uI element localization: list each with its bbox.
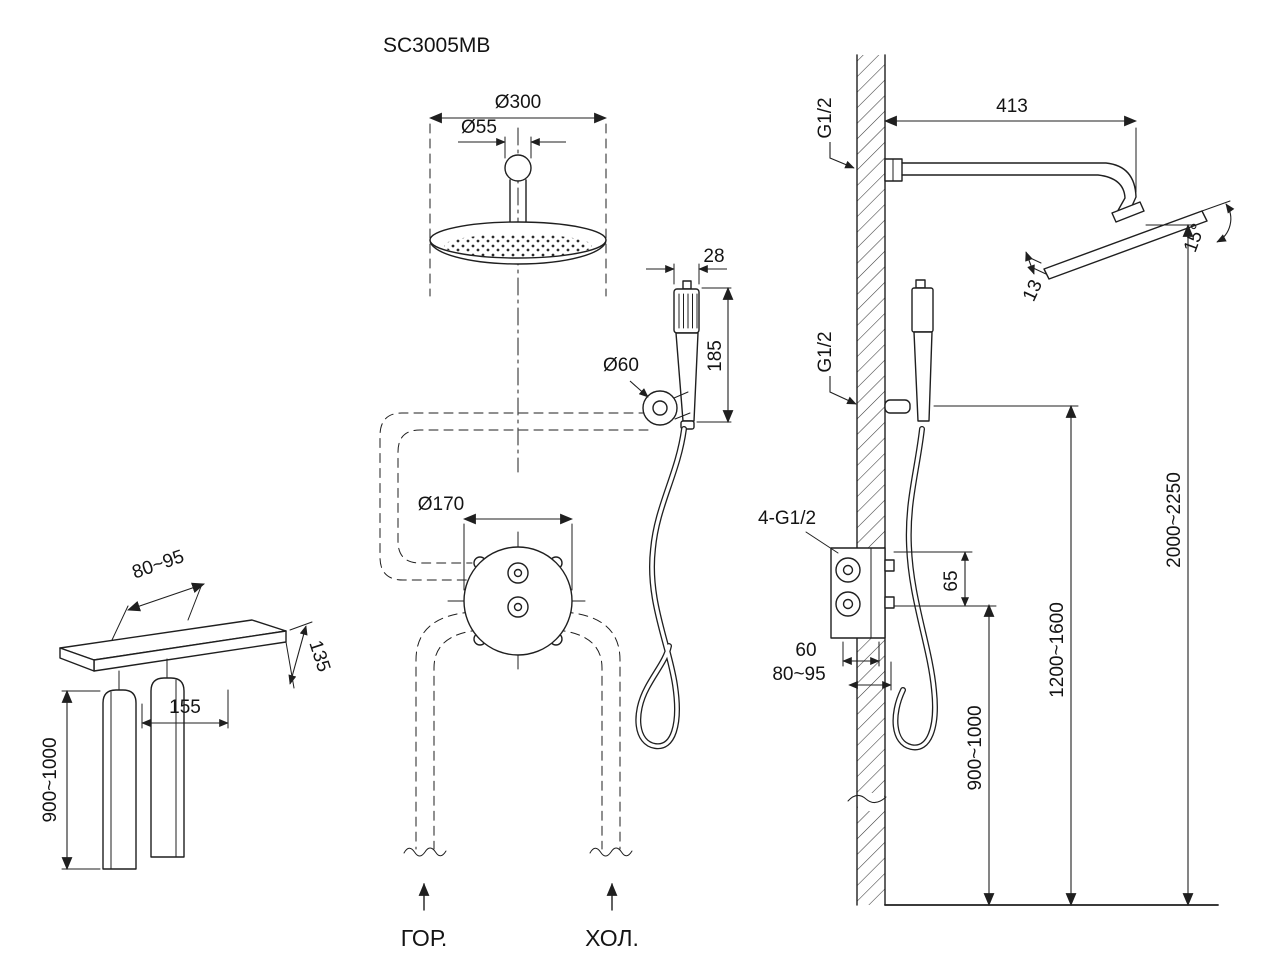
bracket-body bbox=[59, 619, 287, 870]
pipe-break-right bbox=[589, 847, 633, 857]
overhead-shower bbox=[429, 154, 607, 265]
mixer-knob-top-side bbox=[835, 557, 861, 583]
spray-nozzles bbox=[444, 234, 592, 258]
pipe-break-left bbox=[403, 847, 447, 857]
dim-handshower-length-label: 185 bbox=[705, 340, 726, 372]
model-title: SC3005MB bbox=[383, 34, 490, 57]
dim-handshower-width: 28 bbox=[646, 246, 727, 285]
dim-bracket-arm-depth: 135 bbox=[285, 621, 334, 689]
dim-connector-diameter-label: Ø55 bbox=[461, 117, 497, 138]
hand-shower-head bbox=[673, 288, 700, 334]
bracket-detail-view: 80~95 135 155 900~1000 bbox=[40, 546, 334, 871]
ceiling-connector bbox=[504, 154, 532, 182]
hand-shower-handle-side bbox=[913, 331, 933, 422]
dim-holder-diameter-label: Ø60 bbox=[603, 355, 639, 376]
hand-shower-side bbox=[884, 279, 934, 422]
inlet-hot: ГОР. bbox=[401, 882, 447, 951]
dim-mixer-height-label: 900~1000 bbox=[965, 705, 986, 790]
shower-hose bbox=[635, 426, 687, 750]
cold-label: ХОЛ. bbox=[585, 925, 639, 951]
dim-connector-diameter: Ø55 bbox=[458, 117, 566, 159]
bracket-leg-front bbox=[102, 689, 137, 870]
dim-wall-depth-label: 80~95 bbox=[772, 664, 825, 685]
dim-bracket-height: 900~1000 bbox=[40, 689, 101, 871]
dim-head-thickness: 13 bbox=[1019, 251, 1047, 305]
dim-mixer-width: 60 bbox=[795, 640, 880, 667]
shower-head-side bbox=[1043, 210, 1208, 280]
dim-head-height-label: 2000~2250 bbox=[1164, 472, 1185, 568]
dim-wall-depth: 80~95 bbox=[772, 661, 892, 691]
thread-mixer: 4-G1/2 bbox=[758, 508, 839, 554]
dim-handshower-length: 185 bbox=[696, 286, 734, 424]
dim-holder-diameter: Ø60 bbox=[603, 355, 649, 398]
dim-holder-height-label: 1200~1600 bbox=[1047, 602, 1068, 698]
inlet-cold: ХОЛ. bbox=[585, 882, 639, 951]
dim-mixer-height: 900~1000 bbox=[965, 603, 995, 907]
dim-bracket-arm-depth-label: 135 bbox=[304, 638, 334, 675]
dim-mixer-width-label: 60 bbox=[795, 640, 816, 661]
dim-head-height: 2000~2250 bbox=[1145, 223, 1195, 907]
holder-side bbox=[884, 399, 911, 414]
dim-holder-height: 1200~1600 bbox=[933, 404, 1079, 907]
hand-shower-handle bbox=[675, 332, 699, 422]
front-view: Ø300 Ø55 28 185 bbox=[379, 92, 734, 951]
thread-top-label: G1/2 bbox=[815, 97, 836, 138]
side-view: 413 G1/2 15° 13 G1/2 bbox=[758, 54, 1235, 907]
mixer-knob-bottom bbox=[507, 596, 529, 618]
dim-outlet-spacing: 65 bbox=[893, 551, 997, 607]
dim-head-diameter-label: Ø300 bbox=[495, 92, 541, 113]
dim-mixer-diameter-label: Ø170 bbox=[418, 494, 464, 515]
thread-top: G1/2 bbox=[815, 97, 855, 169]
supply-pipes bbox=[379, 412, 649, 857]
dim-bracket-leg-spacing: 155 bbox=[141, 689, 229, 729]
dim-bracket-leg-spacing-label: 155 bbox=[169, 697, 201, 718]
thread-mixer-label: 4-G1/2 bbox=[758, 508, 816, 529]
mixer-knob-top bbox=[507, 562, 529, 584]
mixer-front bbox=[463, 546, 573, 656]
dim-outlet-spacing-label: 65 bbox=[941, 570, 962, 591]
dim-arm-length: 413 bbox=[883, 96, 1138, 193]
mixer-knob-bottom-side bbox=[835, 591, 861, 617]
dim-handshower-width-label: 28 bbox=[703, 246, 724, 267]
shower-hose-side bbox=[892, 426, 938, 751]
thread-mid-label: G1/2 bbox=[815, 331, 836, 372]
wall-section bbox=[847, 54, 1219, 906]
dim-bracket-wall-distance: 80~95 bbox=[111, 546, 206, 641]
hot-label: ГОР. bbox=[401, 925, 447, 951]
dim-bracket-wall-distance-label: 80~95 bbox=[130, 546, 187, 583]
dim-head-diameter: Ø300 bbox=[428, 92, 608, 297]
hand-shower-head-side bbox=[911, 287, 934, 333]
dim-head-thickness-label: 13 bbox=[1019, 277, 1047, 305]
dim-arm-length-label: 413 bbox=[996, 96, 1028, 117]
dim-mixer-diameter: Ø170 bbox=[418, 494, 574, 591]
hand-shower-holder bbox=[642, 390, 691, 426]
hand-shower bbox=[673, 280, 700, 430]
head-joint bbox=[1111, 201, 1145, 223]
shower-arm-side bbox=[884, 158, 1208, 280]
wall-break bbox=[847, 795, 887, 803]
thread-mid: G1/2 bbox=[815, 331, 857, 405]
mixer-side bbox=[830, 547, 895, 639]
dim-bracket-height-label: 900~1000 bbox=[40, 737, 61, 822]
